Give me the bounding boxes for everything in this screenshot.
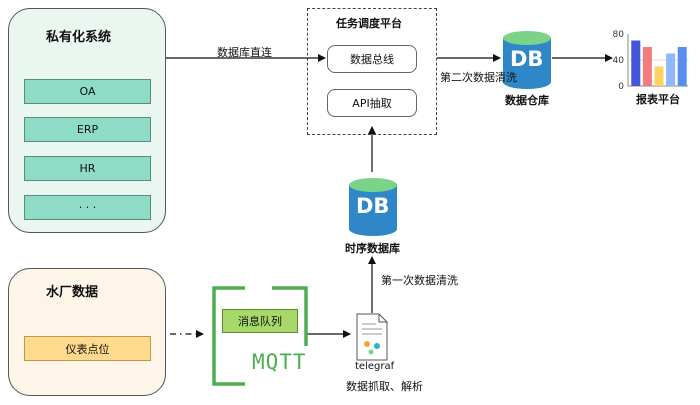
- water-plant-title: 水厂数据: [46, 285, 99, 300]
- api-extract-box: API抽取: [327, 89, 417, 117]
- report-bar: [642, 47, 652, 86]
- report-ytick: 0: [618, 82, 624, 92]
- warehouse-db-icon: [503, 31, 551, 89]
- mqtt-brand: MQTT: [252, 350, 307, 374]
- warehouse-db-text: DB: [510, 47, 544, 71]
- report-bar: [677, 47, 687, 86]
- water-plant-panel: [8, 268, 166, 396]
- system-item-oa: OA: [24, 79, 151, 104]
- tsdb-label: 时序数据库: [345, 242, 400, 255]
- warehouse-label: 数据仓库: [505, 94, 549, 107]
- scheduler-title: 任务调度平台: [336, 17, 402, 30]
- system-item-hr: HR: [24, 156, 151, 181]
- system-item-more: · · ·: [24, 195, 151, 220]
- tsdb-db-text: DB: [356, 194, 390, 218]
- report-bar: [666, 53, 676, 86]
- private-system-title: 私有化系统: [46, 30, 112, 45]
- report-label: 报表平台: [636, 93, 680, 106]
- report-bar: [654, 66, 664, 86]
- telegraf-label: telegraf: [355, 361, 395, 372]
- report-bar: [631, 40, 641, 86]
- report-ytick: 80: [613, 30, 625, 40]
- telegraf-caption: 数据抓取、解析: [346, 380, 423, 393]
- tsdb-db-icon: [349, 178, 397, 236]
- report-chart: 80 40 0: [613, 30, 688, 92]
- system-item-erp: ERP: [24, 117, 151, 142]
- label-second-clean: 第二次数据清洗: [440, 71, 517, 84]
- report-ytick: 40: [613, 56, 625, 66]
- data-bus-box: 数据总线: [327, 45, 417, 73]
- mqtt-frame: [212, 286, 308, 386]
- label-first-clean: 第一次数据清洗: [381, 274, 458, 287]
- message-queue-box: 消息队列: [222, 309, 298, 333]
- label-db-direct: 数据库直连: [217, 46, 272, 59]
- telegraf-doc-icon: [356, 313, 388, 361]
- instrument-point-item: 仪表点位: [24, 336, 151, 361]
